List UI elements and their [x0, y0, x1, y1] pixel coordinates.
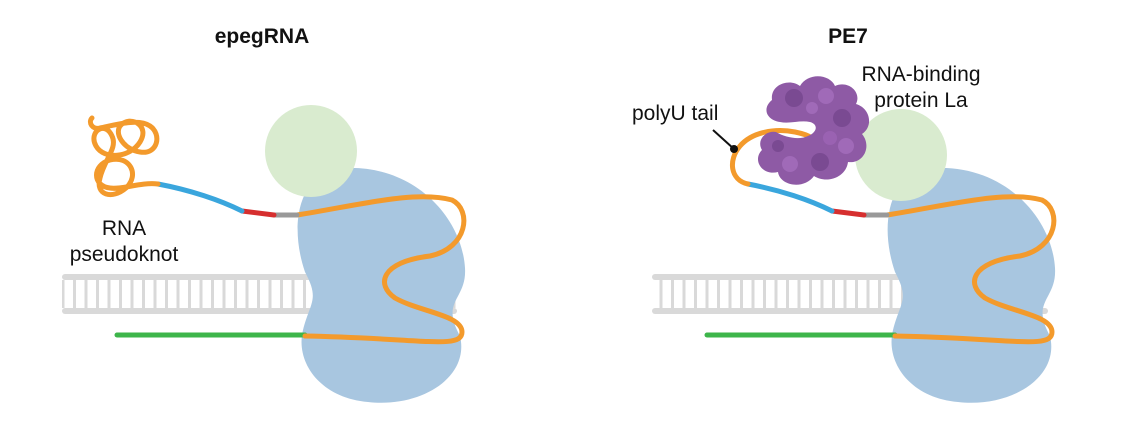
pbs-segment — [829, 208, 867, 218]
hnh-domain-circle — [265, 105, 357, 197]
pseudoknot-label-line2: pseudoknot — [70, 243, 179, 266]
la-protein-icon — [757, 76, 870, 185]
pegrna-strand — [884, 194, 1057, 345]
pegrna-strand — [294, 194, 467, 345]
hnh-domain-circle — [855, 109, 947, 201]
polyu-callout-line — [712, 129, 735, 150]
panel-title-epegrna: epegRNA — [215, 25, 310, 48]
cas9-protein-icon — [297, 167, 466, 403]
spacer-segment — [745, 181, 835, 214]
spacer-segment — [155, 181, 245, 214]
panel-title-pe7: PE7 — [828, 25, 868, 48]
polyu-tail-label: polyU tail — [632, 102, 718, 125]
cas9-protein-icon — [887, 167, 1056, 403]
pbs-segment — [239, 208, 277, 218]
panel-pe7: PE7 — [632, 25, 1057, 403]
la-protein-label-line2: protein La — [874, 89, 968, 112]
pseudoknot-icon — [87, 115, 161, 198]
pseudoknot-label-line1: RNA — [102, 217, 146, 240]
la-protein-label-line1: RNA-binding — [861, 63, 980, 86]
panel-epegrna: epegRNA RNA pseudoknot — [62, 25, 467, 403]
polyu-callout-dot — [730, 145, 738, 153]
